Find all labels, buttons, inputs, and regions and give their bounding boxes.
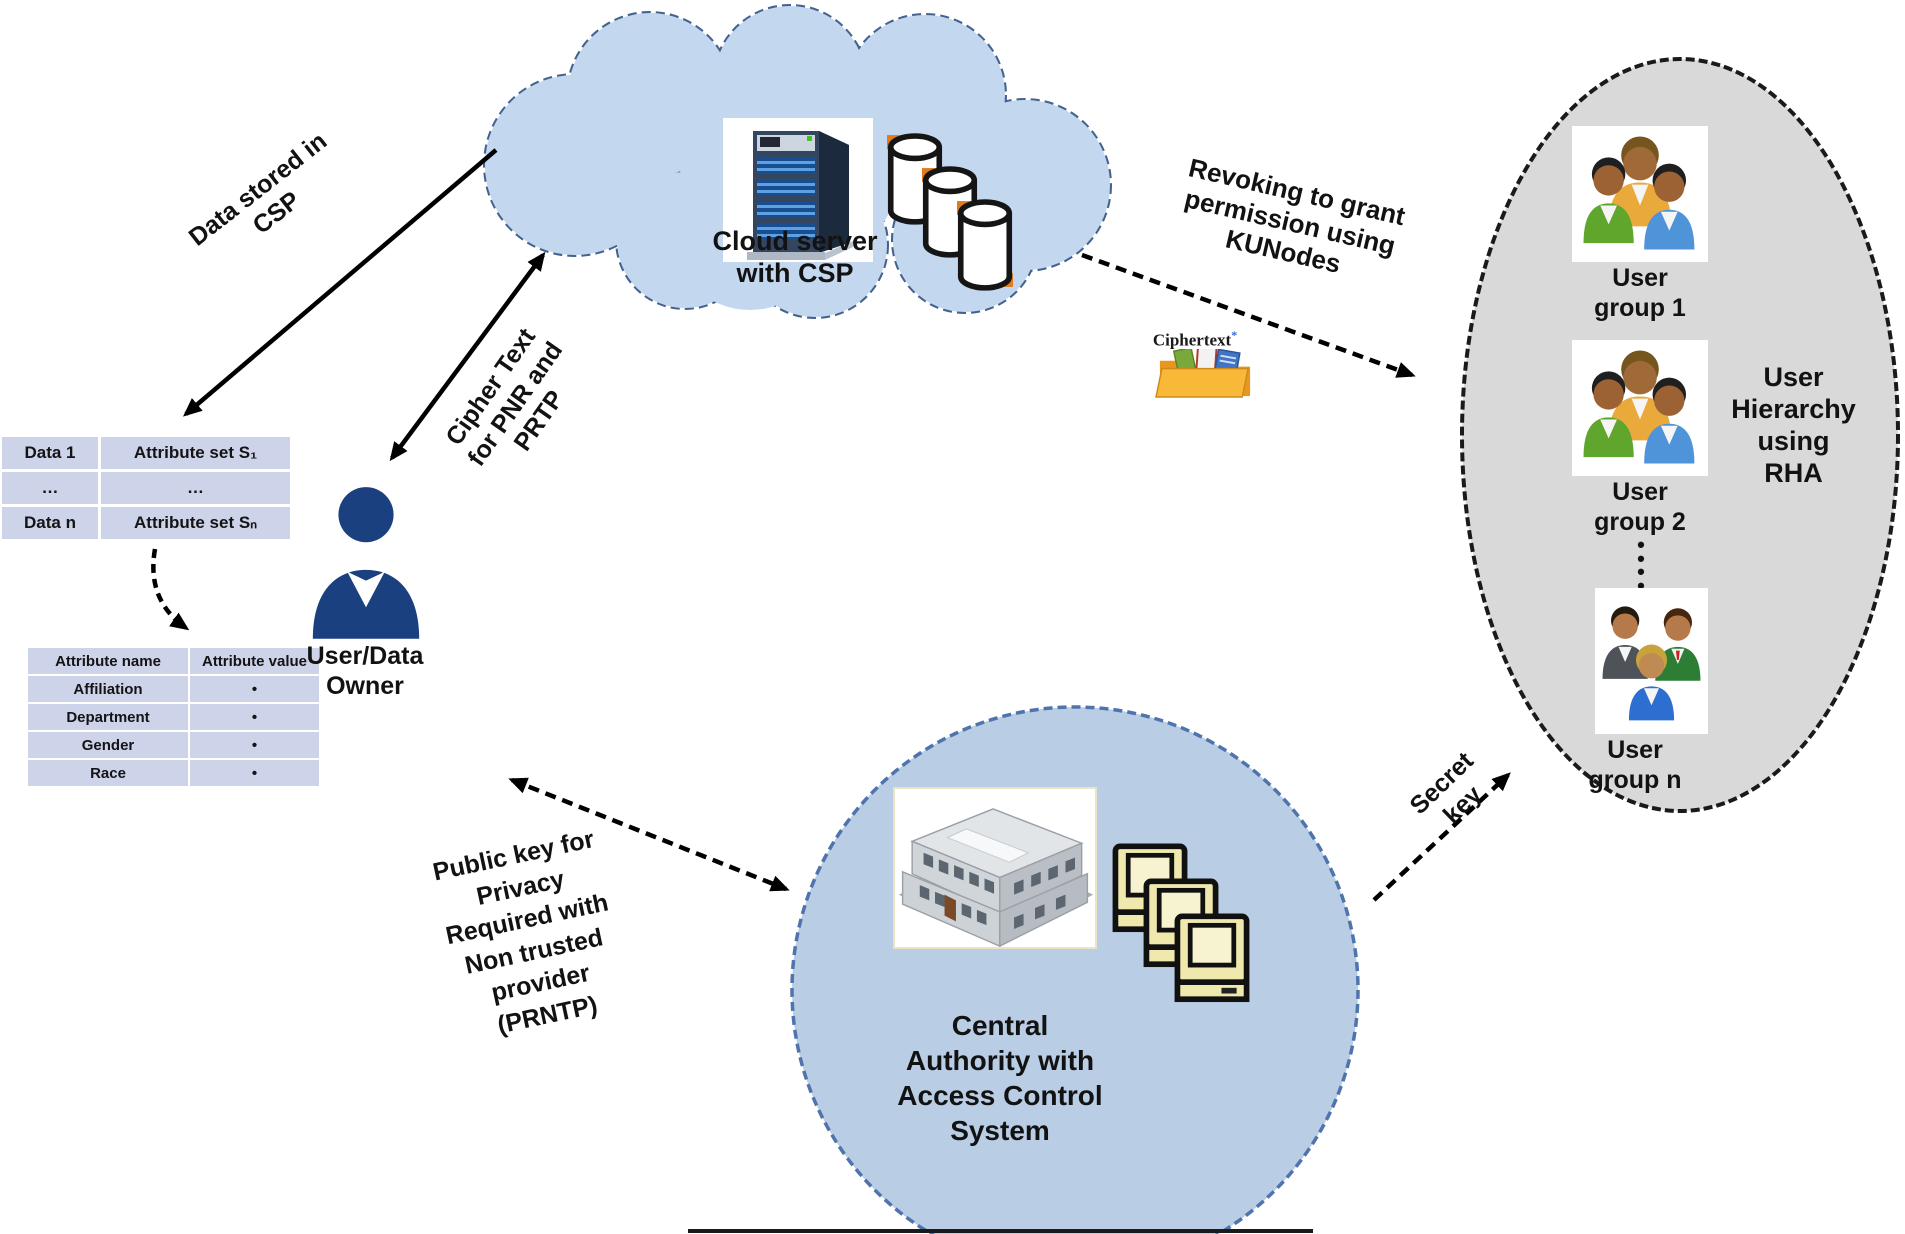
table-cell: • [190,760,319,786]
table-cell: Race [28,760,188,786]
user-group1-label: User group 1 [1594,264,1686,322]
edge-label-public-key: Public key for Privacy Required with Non… [430,825,611,1039]
group-ellipsis-dots: • • • • [1637,532,1645,598]
table-cell: • [190,732,319,758]
cloud-label: Cloud server with CSP [712,226,878,288]
table-header: Attribute value [190,648,319,674]
table-cell: Attribute set S₁ [101,437,290,469]
user-groupn-label: User group n [1588,736,1682,794]
edge-label-revoking: Revoking to grant permission using KUNod… [1181,152,1409,280]
table-cell: • [190,704,319,730]
user-owner-label: User/Data Owner [306,642,424,700]
table-cell: Data 1 [2,437,98,469]
table-cell: Attribute set Sₙ [101,507,290,539]
user-group2-label: User group 2 [1594,478,1686,536]
server-icon [723,118,873,262]
edge-label-data-stored: Data stored in CSP [183,126,333,252]
bottom-border-line [688,1229,1313,1233]
building-icon [893,787,1097,949]
table-cell: Affiliation [28,676,188,702]
computers-icon [1112,843,1250,1013]
central-authority-circle [790,705,1360,1234]
arrow-table-to-attributes [151,548,190,631]
ciphertext-label-wrap: Ciphertext* [1125,328,1265,351]
table-cell: Department [28,704,188,730]
user-group2-icon [1572,340,1708,476]
ciphertext-label: Ciphertext [1152,330,1232,350]
data-table: Data 1 Attribute set S₁ … … Data n Attri… [2,437,290,539]
table-cell: • [190,676,319,702]
table-cell: Gender [28,732,188,758]
central-authority-label: Central Authority with Access Control Sy… [897,1010,1103,1146]
user-owner-icon [312,487,420,639]
table-cell: … [101,472,290,504]
table-cell: Data n [2,507,98,539]
user-groupn-icon [1595,588,1708,734]
user-group1-icon [1572,126,1708,262]
table-header: Attribute name [28,648,188,674]
user-hierarchy-label: User Hierarchy using RHA [1731,362,1856,488]
ciphertext-mark: * [1231,328,1238,342]
ciphertext-folder-icon [1155,349,1251,398]
table-cell: … [2,472,98,504]
attribute-table: Attribute name Attribute value Affiliati… [28,648,319,786]
